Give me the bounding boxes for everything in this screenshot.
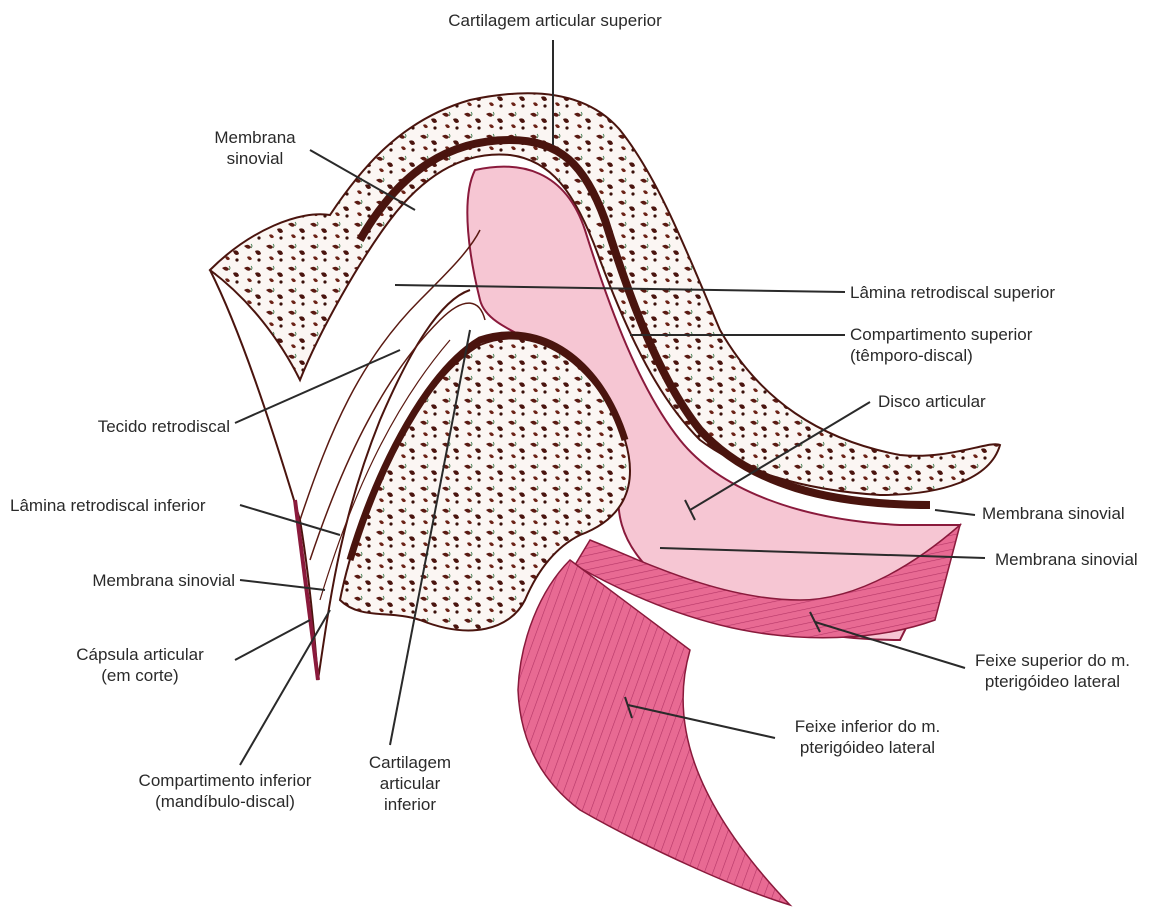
label-membrana-sinovial-top: Membrana sinovial	[195, 127, 315, 169]
label-disco-articular: Disco articular	[878, 391, 986, 412]
label-cartilagem-inferior: Cartilagem articular inferior	[355, 752, 465, 815]
label-capsula-articular: Cápsula articular (em corte)	[40, 644, 240, 686]
label-compartimento-superior: Compartimento superior (têmporo-discal)	[850, 324, 1032, 366]
label-compartimento-inferior: Compartimento inferior (mandíbulo-discal…	[110, 770, 340, 812]
label-tecido-retrodiscal: Tecido retrodiscal	[40, 416, 230, 437]
label-lamina-retrodiscal-inferior: Lâmina retrodiscal inferior	[10, 495, 206, 516]
label-feixe-inferior: Feixe inferior do m. pterigóideo lateral	[775, 716, 960, 758]
label-cartilagem-superior: Cartilagem articular superior	[410, 10, 700, 31]
label-membrana-sinovial-right1: Membrana sinovial	[982, 503, 1125, 524]
label-membrana-sinovial-left: Membrana sinovial	[40, 570, 235, 591]
label-membrana-sinovial-right2: Membrana sinovial	[995, 549, 1138, 570]
label-feixe-superior: Feixe superior do m. pterigóideo lateral	[960, 650, 1145, 692]
label-lamina-retrodiscal-superior: Lâmina retrodiscal superior	[850, 282, 1055, 303]
